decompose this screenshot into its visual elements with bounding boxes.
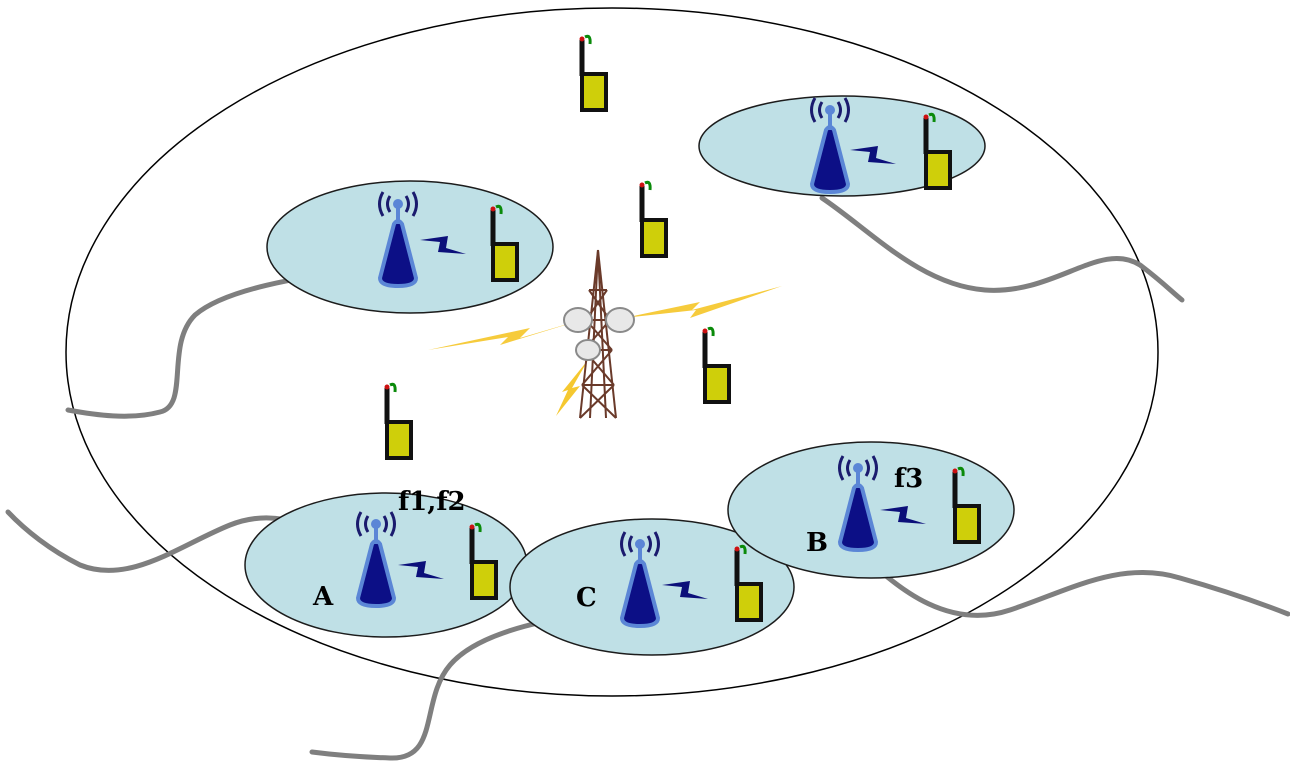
small-cell-c: C — [509, 518, 795, 656]
small-cell-top-right — [698, 95, 986, 197]
link-bolt-left — [428, 318, 588, 350]
handset-icon — [385, 384, 412, 458]
link-bolt-right — [624, 286, 782, 318]
small-cell-top-left — [266, 180, 554, 314]
handset-icon — [580, 36, 607, 110]
backhaul-cable-top-right — [819, 195, 1185, 303]
link-bolt-down — [556, 360, 588, 416]
handset-icon — [703, 328, 730, 402]
macro-cell-boundary — [65, 7, 1159, 697]
frequency-label-b: f3 — [894, 464, 923, 494]
frequency-label-a: f1,f2 — [398, 487, 466, 517]
cell-label-a: A — [312, 582, 334, 612]
backhaul-cable-b — [865, 557, 1290, 618]
dish-antennas — [563, 307, 635, 361]
backhaul-cables — [5, 195, 1290, 761]
macro-tower — [428, 249, 782, 419]
small-cell-b: B f3 — [727, 441, 1015, 579]
small-cell-a: A f1,f2 — [244, 487, 528, 638]
cell-tower-icon — [579, 249, 617, 419]
cell-label-b: B — [806, 528, 828, 558]
cell-label-c: C — [576, 583, 597, 613]
handset-icon — [640, 182, 667, 256]
